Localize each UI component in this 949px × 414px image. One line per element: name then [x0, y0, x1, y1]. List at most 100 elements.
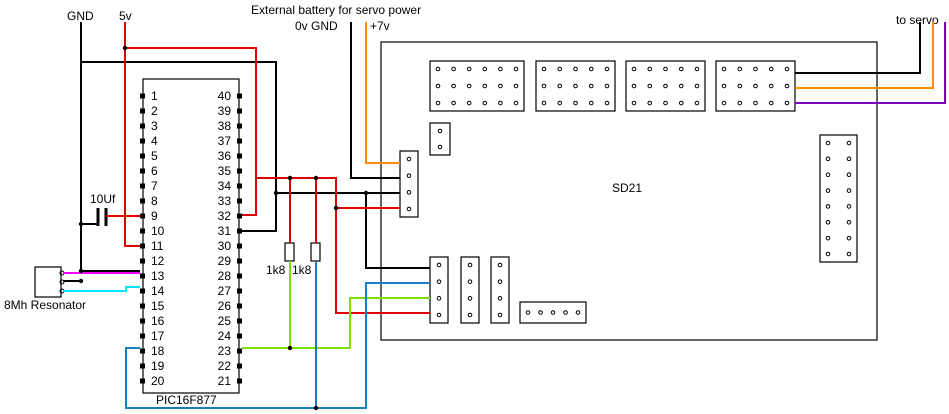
- osc2-wire: [63, 286, 140, 292]
- i2c-connector: [429, 256, 449, 324]
- junction: [313, 405, 319, 411]
- header-pin: [604, 83, 610, 89]
- sd21-board: [380, 41, 878, 341]
- pic-pin-label: 14: [151, 284, 165, 298]
- header-pin: [436, 262, 442, 268]
- pic-pin-label: 16: [151, 314, 165, 328]
- pic-pins: 1234567891011121314151617181920403938373…: [140, 89, 242, 388]
- pic-pin-label: 32: [218, 209, 232, 223]
- header-pin: [753, 66, 758, 72]
- pic-pin-right: [237, 183, 242, 189]
- header-pin: [563, 310, 568, 315]
- junction: [78, 268, 84, 274]
- header-pin: [466, 100, 472, 106]
- battery-0v-label: 0v GND: [295, 19, 338, 33]
- header-pin: [663, 83, 668, 89]
- header-pin: [604, 100, 610, 106]
- servo-header-3: [625, 60, 706, 112]
- header-pin: [466, 83, 472, 89]
- servo-plus: [795, 22, 934, 89]
- header-pin: [557, 100, 563, 106]
- pic-pin-label: 11: [151, 239, 164, 253]
- header-pin: [647, 100, 653, 106]
- header-pin: [737, 66, 743, 72]
- pic-pin-right: [237, 333, 242, 339]
- pic-pin-left: [140, 318, 145, 324]
- header-pin: [406, 173, 412, 178]
- scl-wire: [242, 297, 430, 349]
- pic-pin-label: 23: [218, 344, 232, 358]
- header-pin: [588, 83, 594, 89]
- header-pin: [573, 100, 578, 106]
- junction: [333, 205, 339, 211]
- header-pin: [825, 219, 831, 225]
- junction: [122, 45, 128, 51]
- resistor-2-label: 1k8: [292, 263, 312, 277]
- header-pin: [513, 66, 519, 72]
- pic-pin-label: 40: [218, 89, 232, 103]
- pic-pin-right: [237, 363, 242, 369]
- junction: [363, 190, 369, 196]
- header-pin: [846, 219, 852, 225]
- header-pin: [498, 100, 503, 106]
- pic-pin-label: 34: [218, 179, 232, 193]
- pic-pin-left: [140, 378, 145, 384]
- header-pin: [663, 100, 668, 106]
- pic-pin-label: 25: [218, 314, 232, 328]
- pic-pin-label: 31: [218, 224, 232, 238]
- pic-pin-label: 29: [218, 254, 232, 268]
- header-pin: [647, 83, 653, 89]
- gnd-to-i2c: [365, 193, 430, 269]
- power-connector: [399, 150, 419, 218]
- header-pin: [846, 235, 852, 241]
- header-pin: [631, 100, 637, 106]
- header-pin: [573, 66, 578, 72]
- header-pin: [678, 100, 684, 106]
- pic-pin-right: [237, 378, 242, 384]
- header-pin: [678, 66, 684, 72]
- pic-pin-label: 36: [218, 149, 232, 163]
- pic-pin-label: 17: [151, 329, 165, 343]
- header-pin: [437, 128, 443, 134]
- pic-pin-left: [140, 123, 145, 129]
- pic-pin-right: [237, 93, 242, 99]
- pic-pin-left: [140, 333, 145, 339]
- pic-pin-label: 37: [218, 134, 232, 148]
- header-pin: [467, 279, 473, 284]
- header-4pin-a: [460, 256, 480, 324]
- junction: [78, 278, 84, 284]
- header-pin: [846, 140, 852, 146]
- header-4pin-b: [490, 256, 510, 324]
- to-servo-label: to servo: [896, 13, 939, 27]
- vcc-to-pin32: [125, 47, 257, 216]
- pic-pin-left: [140, 258, 145, 264]
- pic-pin-left: [140, 228, 145, 234]
- pic-pin-right: [237, 348, 242, 354]
- pic-chip: [142, 78, 240, 394]
- resistor-1: [284, 242, 295, 262]
- battery-7v-label: +7v: [370, 19, 390, 33]
- header-pin: [825, 172, 831, 178]
- junction: [287, 345, 293, 351]
- header-pin: [825, 235, 831, 241]
- header-pin: [663, 66, 668, 72]
- header-pin: [557, 66, 563, 72]
- pic-pin-label: 9: [151, 209, 158, 223]
- pic-pin-label: 1: [151, 89, 158, 103]
- header-pin: [575, 310, 581, 315]
- header-pin: [513, 83, 519, 89]
- pic-pin-right: [237, 228, 242, 234]
- pic-pin-label: 8: [151, 194, 158, 208]
- header-pin: [604, 66, 610, 72]
- header-pin: [825, 188, 831, 193]
- pic-pin-label: 12: [151, 254, 165, 268]
- pic-pin-left: [140, 303, 145, 309]
- header-pin: [753, 100, 758, 106]
- header-pin: [631, 66, 637, 72]
- header-pin: [482, 100, 488, 106]
- header-pin: [525, 310, 531, 315]
- pic-pin-label: 39: [218, 104, 232, 118]
- resistor-1-label: 1k8: [266, 263, 286, 277]
- header-pin: [538, 310, 543, 315]
